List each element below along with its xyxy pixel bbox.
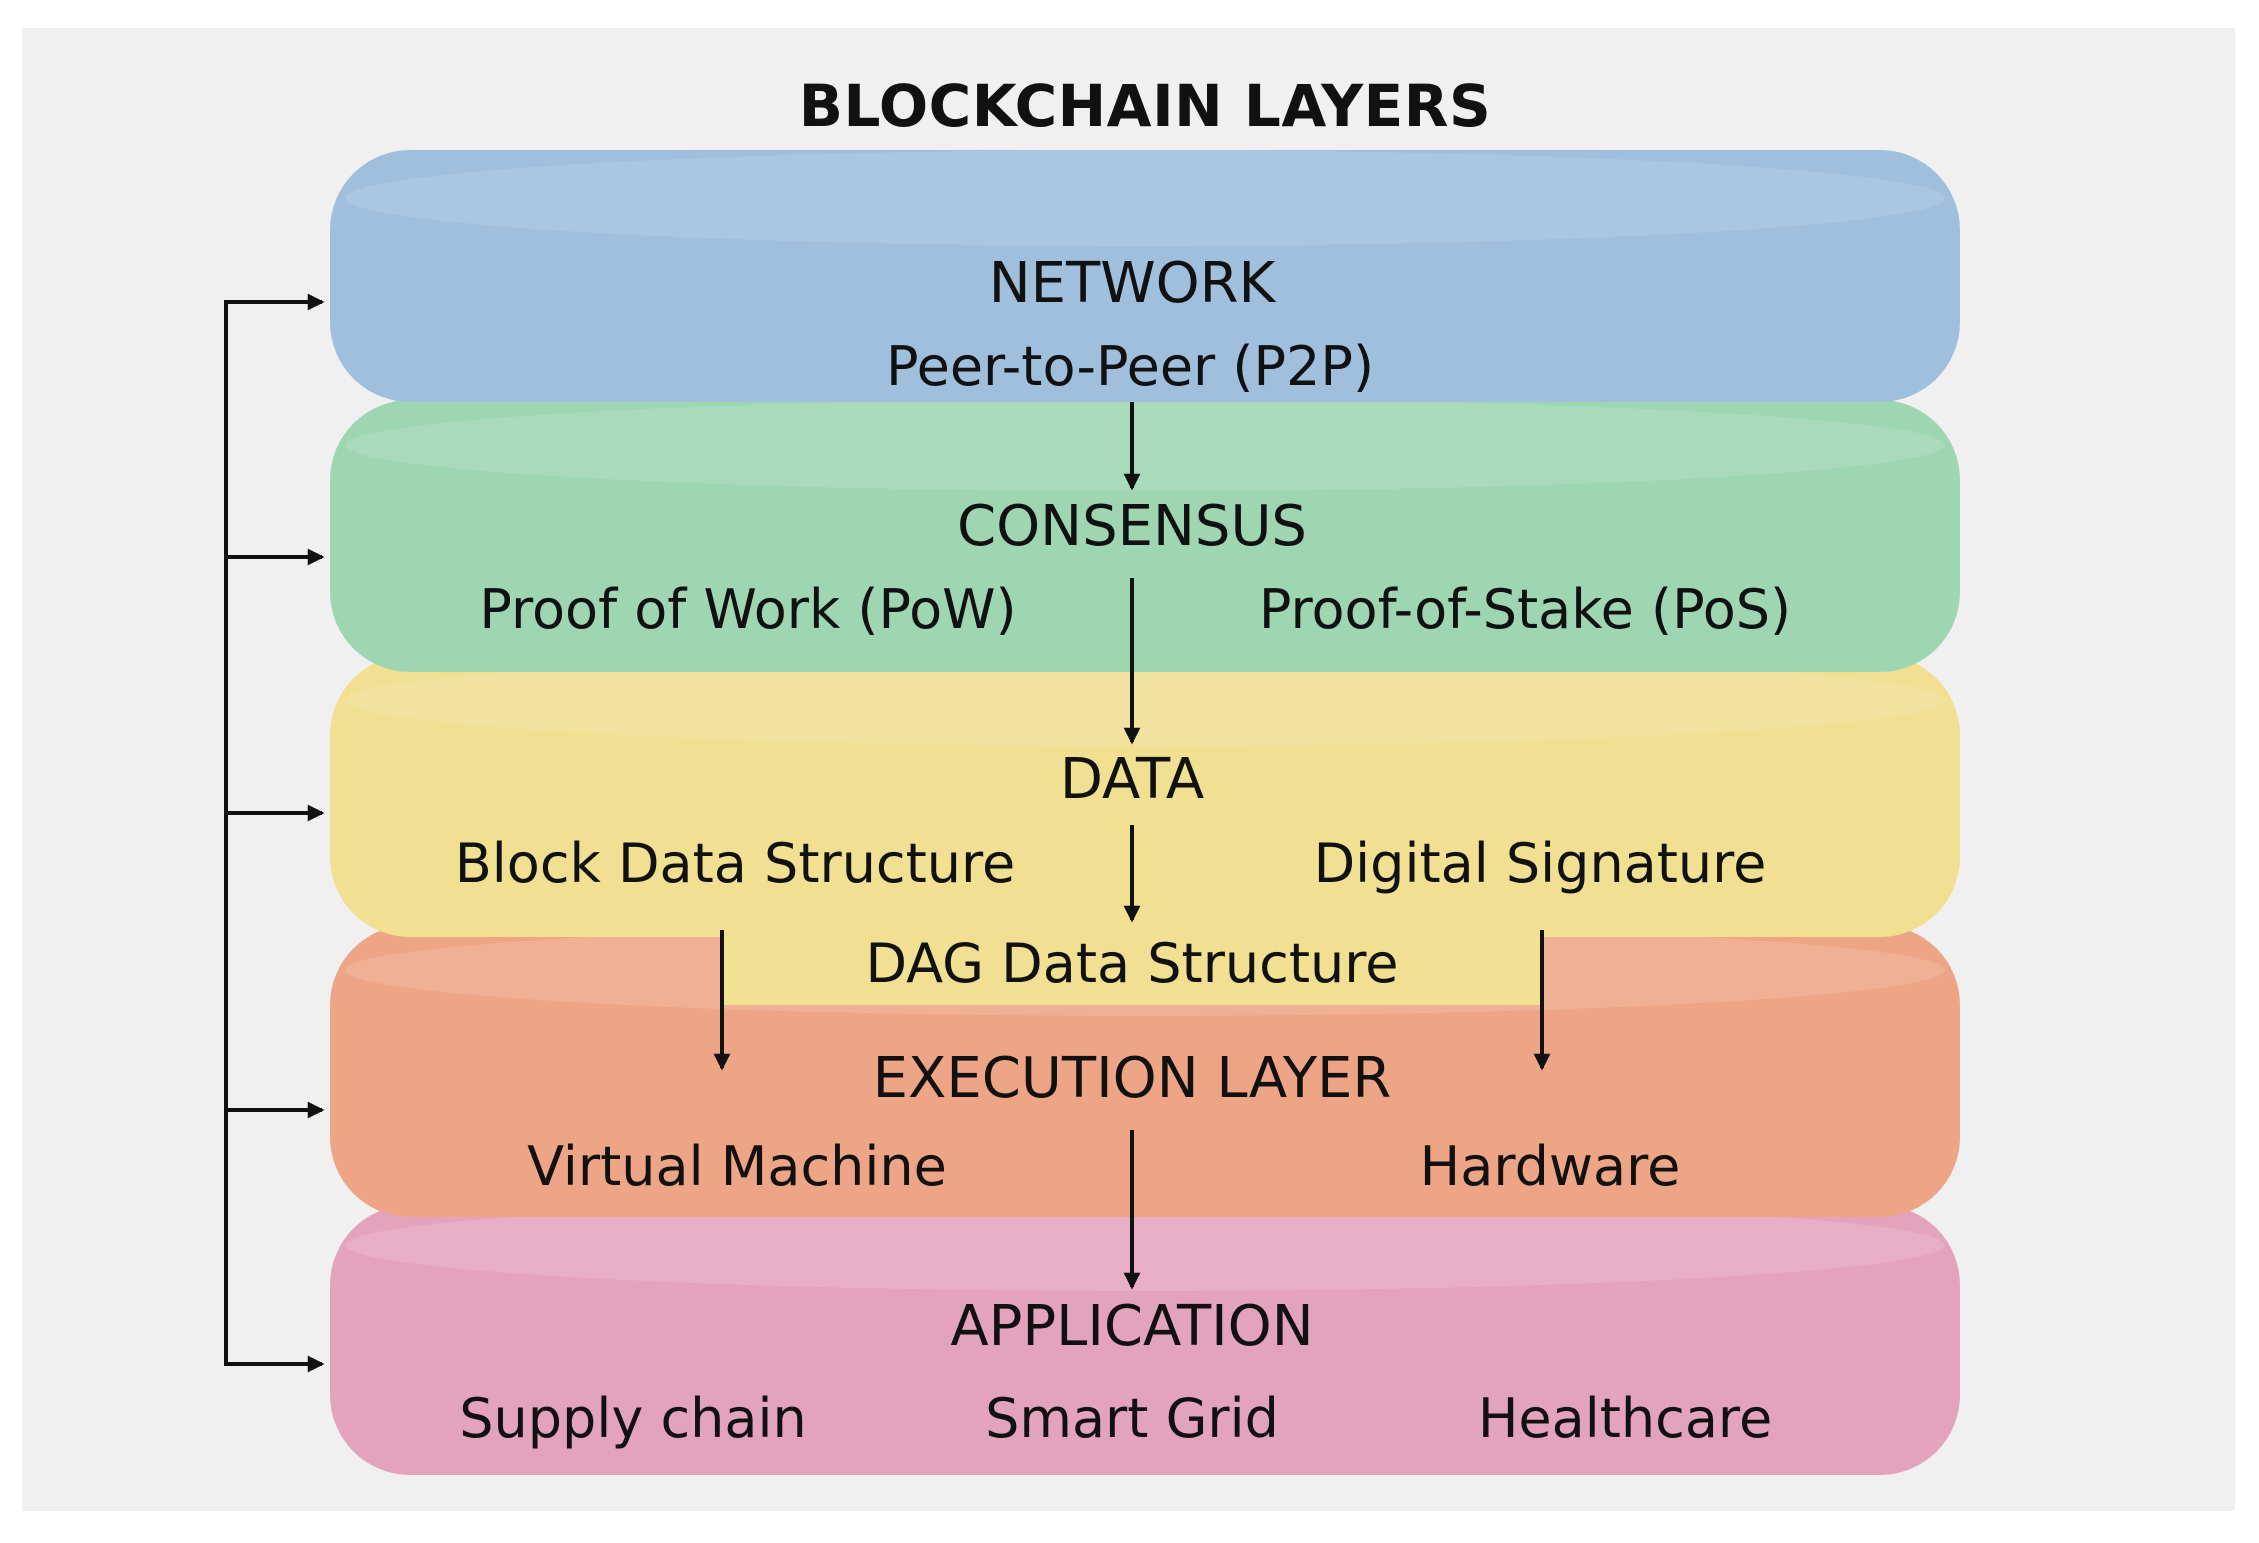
- layer-data-item-dag: DAG Data Structure: [866, 932, 1399, 995]
- layer-network-shape: [330, 150, 1960, 402]
- layer-application-title: APPLICATION: [950, 1294, 1313, 1359]
- layer-execution-item-vm: Virtual Machine: [527, 1135, 947, 1198]
- layer-data-shape: [330, 655, 1960, 937]
- layer-consensus-item-pow: Proof of Work (PoW): [479, 578, 1016, 641]
- layer-data-title: DATA: [1060, 747, 1204, 812]
- layer-application-item-healthcare: Healthcare: [1478, 1387, 1772, 1450]
- layer-data-top: [345, 654, 1945, 746]
- layer-data: [330, 654, 1960, 937]
- layer-execution-title: EXECUTION LAYER: [873, 1046, 1392, 1111]
- layer-application-shape: [330, 1205, 1960, 1475]
- layer-data-item-block: Block Data Structure: [455, 832, 1016, 895]
- layer-application: [330, 1199, 1960, 1475]
- layer-consensus-item-pos: Proof-of-Stake (PoS): [1259, 578, 1791, 641]
- layer-consensus-title: CONSENSUS: [957, 494, 1307, 559]
- flow-arrows: [713, 402, 1551, 1290]
- layer-application-item-grid: Smart Grid: [985, 1387, 1279, 1450]
- layer-data-item-signature: Digital Signature: [1314, 832, 1767, 895]
- layer-consensus: [330, 399, 1960, 672]
- left-feedback-bracket: [224, 293, 325, 1373]
- layer-network-item-p2p: Peer-to-Peer (P2P): [886, 335, 1374, 398]
- layer-network-title: NETWORK: [989, 251, 1277, 316]
- layer-application-top: [345, 1199, 1945, 1291]
- layer-application-item-supply: Supply chain: [459, 1387, 806, 1450]
- layer-consensus-shape: [330, 400, 1960, 672]
- layer-network-top: [345, 150, 1945, 246]
- diagram-title: BLOCKCHAIN LAYERS: [799, 72, 1491, 140]
- layer-network: [330, 150, 1960, 402]
- layer-consensus-top: [345, 399, 1945, 491]
- layer-execution-item-hardware: Hardware: [1420, 1135, 1681, 1198]
